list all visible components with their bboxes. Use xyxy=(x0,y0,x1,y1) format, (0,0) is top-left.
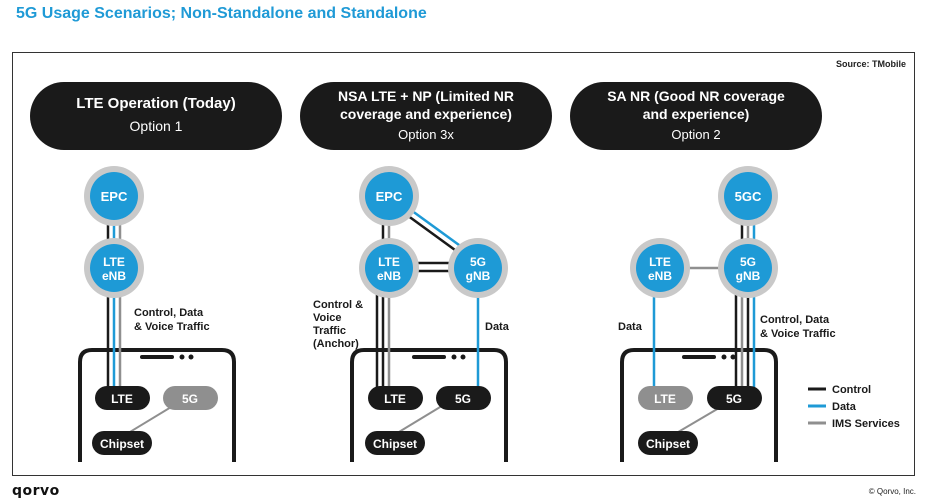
scenario-2-gnb-line1: 5G xyxy=(470,255,486,269)
copyright: © Qorvo, Inc. xyxy=(868,487,916,496)
scenario-2-enb-line1: LTE xyxy=(378,255,400,269)
scenario-2-gnb-line2: gNB xyxy=(466,269,491,283)
scenario-1-chip-5g: 5G xyxy=(182,392,198,406)
scenario-2-5g-gnb-node: 5G gNB xyxy=(448,238,508,298)
scenario-3-enb-line2: eNB xyxy=(648,269,672,283)
scenario-1-chips: LTE 5G Chipset xyxy=(92,386,218,455)
phone-3 xyxy=(620,348,778,462)
scenario-3-traffic-label-line2: & Voice Traffic xyxy=(760,328,836,340)
scenario-3-title-line1: SA NR (Good NR coverage xyxy=(607,88,785,104)
scenario-2-enb-line2: eNB xyxy=(377,269,401,283)
scenario-2-chip-5g: 5G xyxy=(455,392,471,406)
page-title: 5G Usage Scenarios; Non-Standalone and S… xyxy=(16,5,427,22)
scenario-3-option: Option 2 xyxy=(671,127,720,142)
scenario-1-option: Option 1 xyxy=(130,118,183,134)
scenario-1-chipset: Chipset xyxy=(100,437,144,451)
scenario-2-traffic-label-line1: Control & xyxy=(313,299,363,311)
scenario-3-5gc-node: 5GC xyxy=(718,166,778,226)
scenario-2-option: Option 3x xyxy=(398,127,454,142)
scenario-1-title: LTE Operation (Today) xyxy=(76,95,235,112)
scenario-3-lte-enb-node: LTE eNB xyxy=(630,238,690,298)
scenario-2-title-line1: NSA LTE + NP (Limited NR xyxy=(338,88,514,104)
scenario-1-header: LTE Operation (Today) Option 1 xyxy=(30,82,282,150)
scenario-3-title-line2: and experience) xyxy=(643,106,750,122)
scenario-3-chip-5g: 5G xyxy=(726,392,742,406)
scenario-3-chips: LTE 5G Chipset xyxy=(638,386,762,455)
scenario-3-data-label: Data xyxy=(618,321,643,333)
scenario-3-header: SA NR (Good NR coverage and experience) … xyxy=(570,82,822,150)
scenario-1-epc-label: EPC xyxy=(101,189,128,204)
scenario-2-epc-node: EPC xyxy=(359,166,419,226)
legend: Control Data IMS Services xyxy=(808,384,900,430)
scenario-3-enb-line1: LTE xyxy=(649,255,671,269)
scenario-2-lte-enb-node: LTE eNB xyxy=(359,238,419,298)
scenario-2-chip-lte: LTE xyxy=(384,392,406,406)
scenario-2-title-line2: coverage and experience) xyxy=(340,106,512,122)
scenario-3-gnb-line1: 5G xyxy=(740,255,756,269)
scenario-2-chipset: Chipset xyxy=(373,437,417,451)
legend-ims-label: IMS Services xyxy=(832,418,900,430)
scenario-2-traffic-label-line2: Voice xyxy=(313,312,342,324)
scenario-2-traffic-label-line4: (Anchor) xyxy=(313,338,359,350)
scenario-2-epc-label: EPC xyxy=(376,189,403,204)
legend-control-label: Control xyxy=(832,384,871,396)
phone-1 xyxy=(78,348,236,462)
scenario-2-header: NSA LTE + NP (Limited NR coverage and ex… xyxy=(300,82,552,150)
scenario-3-5g-gnb-node: 5G gNB xyxy=(718,238,778,298)
scenario-1-lte-enb-node: LTE eNB xyxy=(84,238,144,298)
scenario-1-traffic-label-line2: & Voice Traffic xyxy=(134,321,210,333)
scenario-2-chips: LTE 5G Chipset xyxy=(365,386,491,455)
scenario-3-chip-lte: LTE xyxy=(654,392,676,406)
scenario-1-enb-line2: eNB xyxy=(102,269,126,283)
scenario-1-epc-node: EPC xyxy=(84,166,144,226)
scenario-3-traffic-label-line1: Control, Data xyxy=(760,314,830,326)
diagram-frame: Source: TMobile xyxy=(12,52,915,476)
scenario-1-enb-line1: LTE xyxy=(103,255,125,269)
scenario-3-gnb-line2: gNB xyxy=(736,269,761,283)
scenario-1-chip-lte: LTE xyxy=(111,392,133,406)
qorvo-logo: qorvo xyxy=(12,483,60,499)
scenario-1-traffic-label-line1: Control, Data xyxy=(134,307,204,319)
scenario-2-traffic-label-line3: Traffic xyxy=(313,325,346,337)
scenario-3-chipset: Chipset xyxy=(646,437,690,451)
phone-2 xyxy=(350,348,508,462)
scenario-2-data-label: Data xyxy=(485,321,510,333)
scenario-3-5gc-label: 5GC xyxy=(735,189,762,204)
source-label: Source: TMobile xyxy=(835,59,906,69)
legend-data-label: Data xyxy=(832,401,857,413)
